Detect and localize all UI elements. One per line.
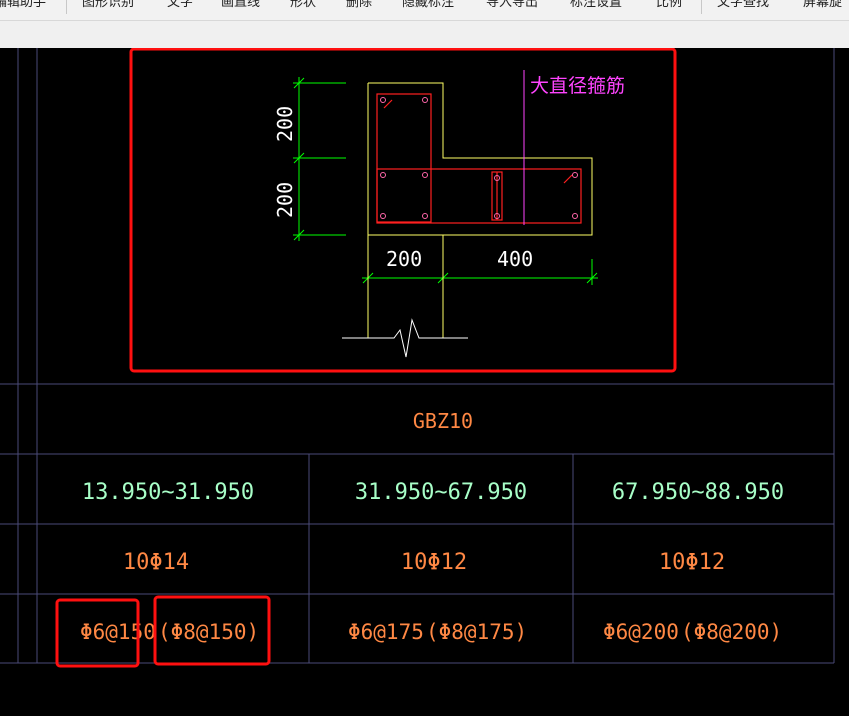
toolbar-item-delete[interactable]: 删除 — [346, 0, 373, 10]
toolbar-item-edit-assistant[interactable]: 编辑助手 — [0, 0, 47, 10]
dim-text-left-bottom: 200 — [273, 182, 297, 218]
longitudinal-bar — [494, 175, 500, 181]
highlight-box-stirrup-paren — [153, 595, 271, 666]
toolbar-lower-strip — [0, 21, 849, 48]
rebar-group — [376, 93, 582, 224]
longitudinal-rebar-cell: 10Φ14 — [123, 550, 189, 575]
stirrup-cell-main: Φ6@150 — [80, 620, 156, 644]
stirrup-hook — [563, 174, 573, 184]
toolbar-item-annotation-settings[interactable]: 标注设置 — [570, 0, 623, 10]
toolbar: 编辑助手 图形识别 文字 画直线 形状 删除 隐藏标注 导入导出 标注设置 比例… — [0, 0, 849, 21]
longitudinal-bar — [572, 213, 578, 219]
dim-text-bottom-right: 400 — [497, 247, 533, 271]
longitudinal-bar — [380, 97, 386, 103]
cad-drawing-canvas[interactable]: 大直径箍筋 200 200 200 400 GBZ10 13.950~31.95… — [0, 48, 849, 716]
toolbar-item-import-export[interactable]: 导入导出 — [486, 0, 539, 10]
longitudinal-bar — [494, 213, 500, 219]
stirrup-cell-paren: (Φ8@150) — [158, 620, 259, 644]
dim-text-left-top: 200 — [273, 106, 297, 142]
toolbar-item-screen-rotate[interactable]: 屏幕旋 — [803, 0, 843, 10]
longitudinal-bar — [380, 213, 386, 219]
dim-tick — [293, 229, 305, 241]
elevation-cell: 67.950~88.950 — [612, 480, 784, 505]
highlight-frame-section — [129, 48, 677, 373]
stirrup-cell-main: Φ6@175 — [348, 620, 424, 644]
section-outline — [367, 82, 593, 338]
stirrup-horizontal-leg — [376, 168, 582, 224]
toolbar-item-draw-line[interactable]: 画直线 — [221, 0, 261, 10]
stirrup-cell-paren: (Φ8@200) — [681, 620, 782, 644]
l-section-outline — [367, 82, 593, 236]
toolbar-item-shape-recognition[interactable]: 图形识别 — [82, 0, 135, 10]
elevation-cell: 31.950~67.950 — [355, 480, 527, 505]
rebar-bars — [380, 97, 578, 219]
dim-text-bottom-left: 200 — [386, 247, 422, 271]
toolbar-separator — [701, 0, 702, 14]
longitudinal-bar — [380, 172, 386, 178]
toolbar-separator — [66, 0, 67, 14]
callout-label: 大直径箍筋 — [530, 75, 625, 97]
longitudinal-rebar-cell: 10Φ12 — [659, 550, 725, 575]
highlight-box-stirrup-main — [55, 598, 140, 668]
stirrup-hook — [383, 99, 393, 109]
toolbar-item-text[interactable]: 文字 — [167, 0, 194, 10]
toolbar-item-shape[interactable]: 形状 — [290, 0, 317, 10]
stirrup-cell-paren: (Φ8@175) — [426, 620, 527, 644]
dimension-lines — [293, 77, 598, 285]
elevation-cell: 13.950~31.950 — [82, 480, 254, 505]
toolbar-item-hide-annotation[interactable]: 隐藏标注 — [402, 0, 455, 10]
longitudinal-bar — [422, 213, 428, 219]
longitudinal-bar — [422, 172, 428, 178]
dim-tick — [586, 272, 598, 284]
stirrup-cell-main: Φ6@200 — [603, 620, 679, 644]
table-title: GBZ10 — [413, 409, 473, 433]
toolbar-item-text-search[interactable]: 文字查找 — [717, 0, 770, 10]
longitudinal-bar — [572, 172, 578, 178]
toolbar-item-scale[interactable]: 比例 — [656, 0, 683, 10]
dim-tick — [293, 77, 305, 89]
longitudinal-rebar-cell: 10Φ12 — [401, 550, 467, 575]
longitudinal-bar — [422, 97, 428, 103]
break-line-symbol — [342, 318, 468, 358]
dim-tick — [293, 152, 305, 164]
stirrup-vertical-leg — [376, 93, 432, 223]
